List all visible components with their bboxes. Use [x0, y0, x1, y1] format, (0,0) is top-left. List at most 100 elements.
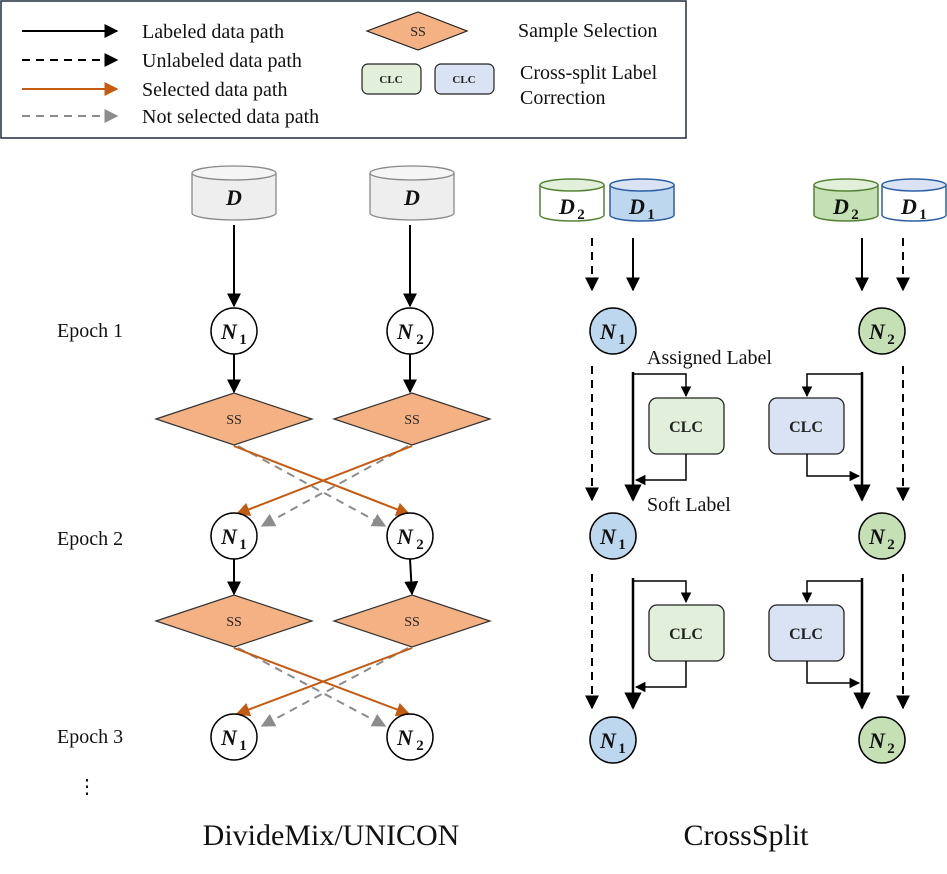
- svg-text:N: N: [599, 524, 617, 549]
- legend-unlabeled-text: Unlabeled data path: [142, 50, 302, 72]
- soft-label-annotation: Soft Label: [647, 494, 731, 516]
- network-node-n2: N 2: [386, 307, 434, 355]
- selected-path: [233, 647, 411, 717]
- clc-input-path: [801, 580, 862, 604]
- legend-ss-diamond: [365, 11, 469, 51]
- dataset-cylinder-d1: D 1: [609, 178, 675, 223]
- svg-text:CLC: CLC: [789, 626, 823, 643]
- svg-text:1: 1: [919, 207, 927, 223]
- svg-text:N: N: [868, 319, 886, 344]
- svg-text:N: N: [396, 319, 414, 344]
- network-node-n1: N 1: [210, 307, 258, 355]
- dataset-label: D: [225, 185, 242, 210]
- legend-labeled-text: Labeled data path: [142, 21, 284, 43]
- svg-text:SS: SS: [226, 413, 242, 428]
- dataset-cylinder-d2: D 2: [813, 178, 879, 223]
- dataset-cylinder-d2: D 2: [539, 178, 605, 223]
- legend-clc-green-symbol: CLC: [379, 74, 402, 86]
- svg-text:2: 2: [887, 741, 895, 757]
- not-selected-path: [237, 647, 387, 727]
- svg-text:N: N: [396, 524, 414, 549]
- network-node-n1: N 1: [210, 713, 258, 761]
- ss-diamond-left: SS: [154, 594, 314, 648]
- crosssplit-panel: D 2 D 1 D 2 D 1 N 1: [539, 178, 947, 852]
- epoch-1-label: Epoch 1: [57, 320, 123, 342]
- legend-not-selected-text: Not selected data path: [142, 106, 319, 128]
- svg-text:1: 1: [618, 332, 626, 348]
- svg-text:2: 2: [416, 537, 424, 553]
- svg-text:1: 1: [618, 537, 626, 553]
- legend-selected-text: Selected data path: [142, 79, 288, 101]
- network-node-n1: N 1: [589, 307, 637, 355]
- svg-text:N: N: [396, 725, 414, 750]
- svg-text:D: D: [832, 194, 849, 219]
- network-node-n1: N 1: [589, 512, 637, 560]
- svg-text:CLC: CLC: [669, 626, 703, 643]
- svg-text:N: N: [599, 728, 617, 753]
- dataset-cylinder-left: D: [191, 165, 277, 221]
- clc-output-path: [806, 661, 861, 689]
- svg-text:1: 1: [239, 537, 247, 553]
- assigned-label-annotation: Assigned Label: [647, 347, 772, 369]
- clc-box-blue: CLC: [768, 397, 845, 455]
- svg-text:D: D: [628, 194, 645, 219]
- network-node-n2: N 2: [858, 307, 906, 355]
- svg-text:2: 2: [887, 332, 895, 348]
- selected-path: [235, 445, 413, 516]
- legend-clc-desc-line2: Correction: [520, 87, 606, 109]
- svg-text:CLC: CLC: [669, 419, 703, 436]
- svg-text:N: N: [220, 725, 238, 750]
- svg-text:N: N: [599, 319, 617, 344]
- dataset-cylinder-d1: D 1: [881, 178, 947, 223]
- svg-text:N: N: [220, 524, 238, 549]
- svg-text:1: 1: [239, 332, 247, 348]
- legend: Labeled data path Unlabeled data path Se…: [0, 0, 687, 139]
- network-node-n1: N 1: [210, 512, 258, 560]
- network-node-n2: N 2: [858, 512, 906, 560]
- svg-text:SS: SS: [404, 615, 420, 630]
- network-node-n2: N 2: [386, 512, 434, 560]
- network-node-n1: N 1: [589, 716, 637, 764]
- svg-text:2: 2: [887, 537, 895, 553]
- svg-text:N: N: [868, 728, 886, 753]
- selected-path: [233, 445, 411, 516]
- network-node-n2: N 2: [858, 716, 906, 764]
- selected-path: [235, 647, 413, 717]
- svg-text:D: D: [900, 194, 917, 219]
- clc-input-path: [801, 373, 862, 398]
- clc-output-path: [634, 661, 687, 693]
- svg-text:2: 2: [416, 738, 424, 754]
- dividemix-panel: D D N 1 N 2 SS SS: [154, 165, 492, 852]
- legend-clc-desc-line1: Cross-split Label: [520, 62, 658, 84]
- clc-input-path: [633, 373, 692, 398]
- svg-text:1: 1: [239, 738, 247, 754]
- clc-box-green: CLC: [648, 604, 725, 662]
- ss-diamond-right: SS: [332, 594, 492, 648]
- legend-ss-symbol: SS: [410, 25, 426, 40]
- svg-text:1: 1: [647, 207, 655, 223]
- svg-text:CLC: CLC: [789, 419, 823, 436]
- legend-clc-green-box: [361, 63, 422, 95]
- svg-text:N: N: [868, 524, 886, 549]
- clc-input-path: [633, 580, 692, 604]
- epoch-labels: Epoch 1 Epoch 2 Epoch 3 ⋮: [57, 320, 123, 798]
- epoch-ellipsis: ⋮: [77, 776, 97, 798]
- ss-diamond-left: SS: [154, 392, 314, 446]
- svg-text:N: N: [220, 319, 238, 344]
- dataset-label: D: [403, 185, 420, 210]
- svg-text:D: D: [558, 194, 575, 219]
- clc-output-path: [806, 454, 861, 482]
- legend-clc-blue-box: [434, 63, 495, 95]
- crosssplit-title: CrossSplit: [683, 819, 809, 852]
- svg-text:SS: SS: [404, 413, 420, 428]
- network-node-n2: N 2: [386, 713, 434, 761]
- svg-text:2: 2: [416, 332, 424, 348]
- legend-ss-desc: Sample Selection: [518, 20, 657, 42]
- clc-output-path: [634, 454, 687, 486]
- epoch-3-label: Epoch 3: [57, 726, 123, 748]
- dataset-cylinder-right: D: [369, 165, 455, 221]
- svg-text:2: 2: [577, 207, 585, 223]
- svg-text:1: 1: [618, 741, 626, 757]
